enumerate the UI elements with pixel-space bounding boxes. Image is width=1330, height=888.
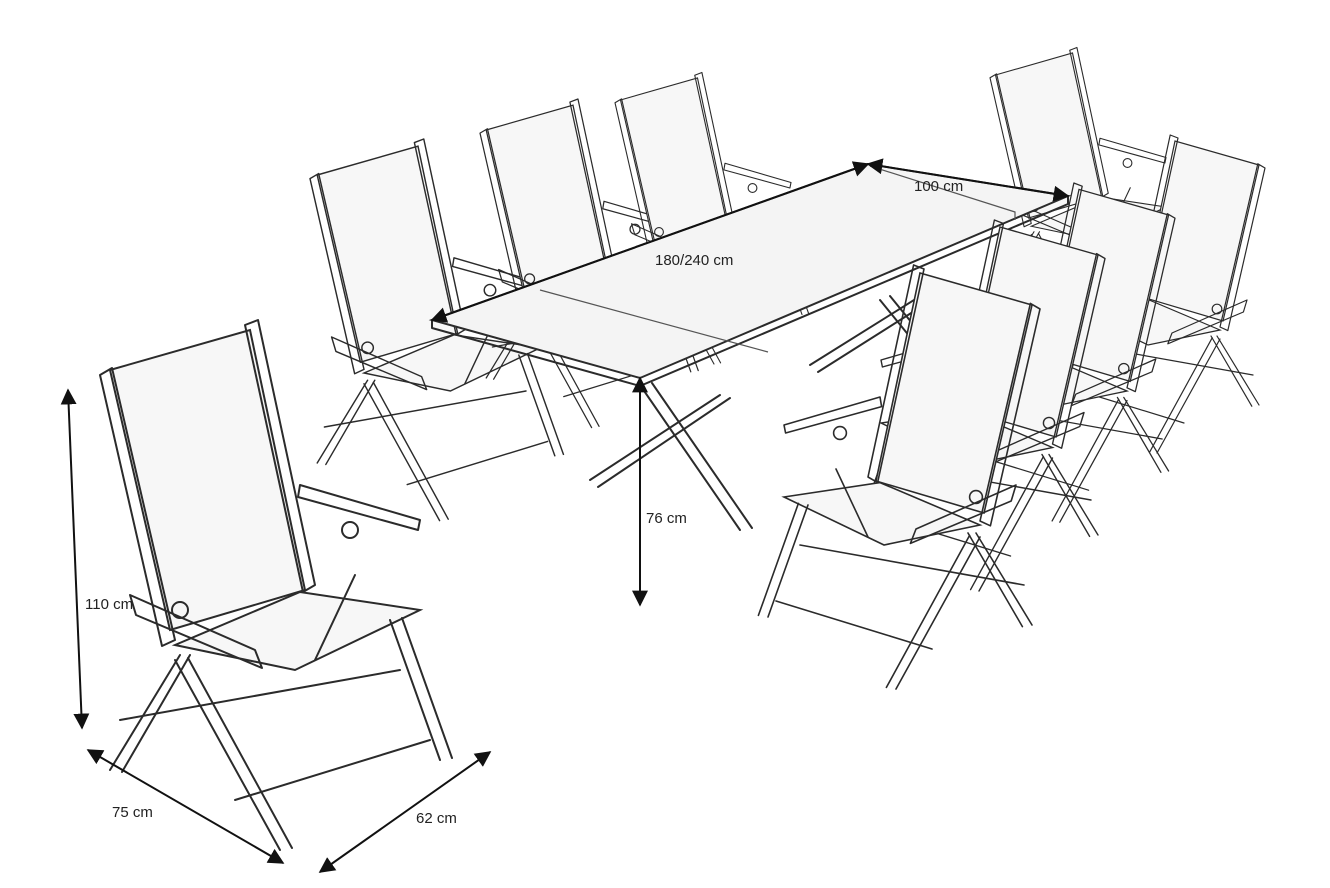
table-height-label: 76 cm	[646, 510, 687, 527]
chair-height-arrow	[60, 388, 90, 730]
chair-dimensioned	[99, 319, 453, 851]
chair-height-label: 110 cm	[85, 596, 134, 613]
chair-depth-label: 75 cm	[112, 804, 153, 821]
table-length-label: 180/240 cm	[655, 252, 734, 269]
chair-front-1	[757, 264, 1041, 690]
chair-width-arrow	[318, 751, 492, 873]
chair-width-label: 62 cm	[416, 810, 457, 827]
table-length-arrow	[430, 161, 870, 323]
chair-depth-arrow	[86, 749, 285, 864]
table-width-arrow	[866, 158, 1070, 202]
table-width-label: 100 cm	[914, 178, 964, 195]
